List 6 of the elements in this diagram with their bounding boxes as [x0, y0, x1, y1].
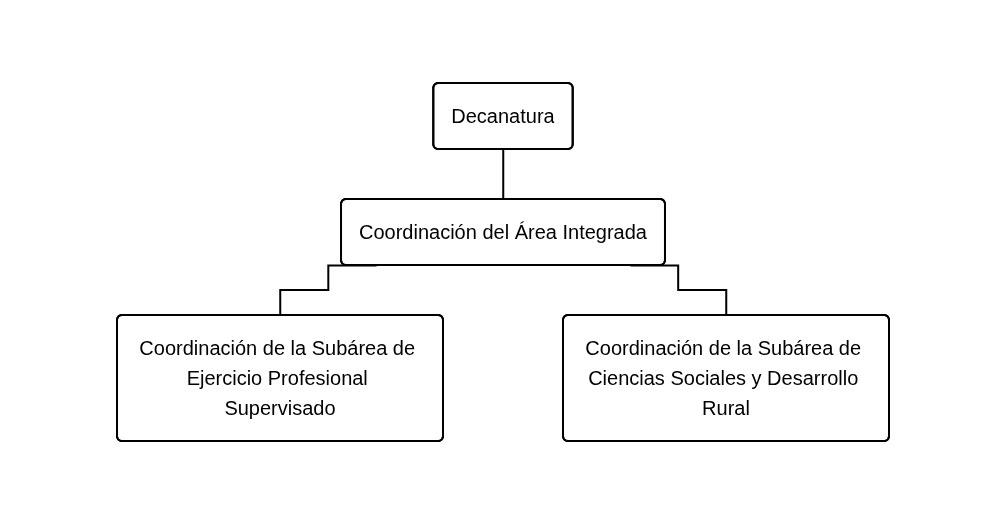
connector	[502, 148, 505, 200]
node-text: Coordinación de la Subárea de Ciencias Sociales y Desarrollo Rural	[585, 336, 862, 419]
connector	[279, 264, 378, 316]
connector	[629, 264, 728, 316]
node-text: Coordinación del Área Integrada	[359, 220, 647, 243]
node-text: Coordinación de la Subárea de Ejercicio Profesional Supervisado	[139, 336, 416, 419]
